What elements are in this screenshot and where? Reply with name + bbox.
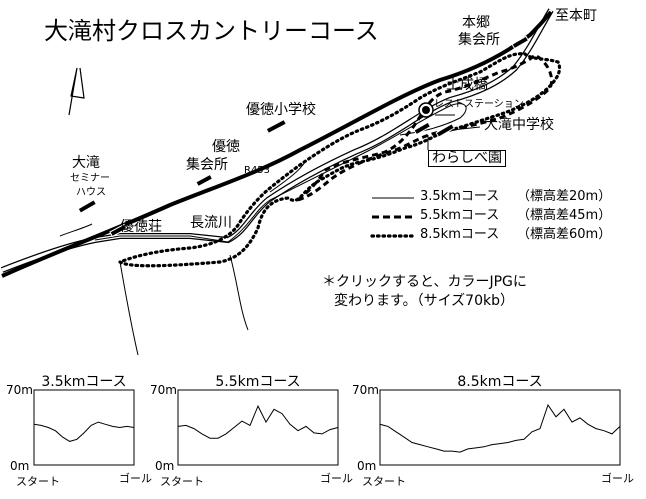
profile-3-frame bbox=[379, 389, 621, 466]
building-warashibe-icon bbox=[413, 121, 432, 136]
profile-2-ymax: 70m bbox=[150, 383, 177, 397]
profile-3-goal: ゴール bbox=[601, 472, 634, 485]
elevation-profiles bbox=[33, 389, 621, 466]
profile-1-goal: ゴール bbox=[119, 472, 152, 485]
profile-2-elevation-line bbox=[177, 404, 339, 439]
legend-samples bbox=[370, 197, 416, 238]
legend-3-5km-course: 3.5kmコース bbox=[420, 189, 500, 204]
legend-5-5km-note: （標高差45m） bbox=[517, 208, 612, 223]
legend-3-5km-note: （標高差20m） bbox=[517, 189, 612, 204]
profile-2-start: スタート bbox=[160, 475, 204, 488]
course-8-5km-line bbox=[118, 52, 562, 268]
profile-1-ymax: 70m bbox=[6, 383, 33, 397]
rest-station-icon bbox=[418, 102, 434, 118]
label-to-honmachi: 至本町 bbox=[555, 8, 597, 24]
profile-2-title: 5.5kmコース bbox=[215, 374, 301, 390]
building-yutoku-hall-icon bbox=[195, 173, 214, 188]
building-yutokuso-icon bbox=[109, 223, 128, 238]
profile-1-ymin: 0m bbox=[10, 459, 30, 473]
minor-roads bbox=[59, 161, 306, 356]
profile-2-frame bbox=[177, 389, 339, 466]
building-hongo-hall-icon bbox=[511, 35, 530, 50]
profile-3-title: 8.5kmコース bbox=[457, 374, 543, 390]
label-yutoku-hall: 集会所 bbox=[186, 157, 228, 173]
click-note-line2: 変わります。（サイズ70kb） bbox=[334, 293, 514, 309]
label-seminar: セミナー bbox=[70, 173, 110, 184]
building-otaki-jhs-icon bbox=[435, 123, 455, 138]
label-hongo-hall: 集会所 bbox=[458, 32, 500, 48]
profile-3-ymax: 70m bbox=[352, 383, 379, 397]
profile-3-ymin: 0m bbox=[357, 459, 377, 473]
profile-1-elevation-line bbox=[33, 421, 135, 442]
building-yutoku-elementary-icon bbox=[265, 118, 287, 135]
profile-2-ymin: 0m bbox=[155, 459, 175, 473]
course-5-5km-line bbox=[297, 53, 554, 202]
north-arrow-icon bbox=[68, 67, 85, 116]
legend-8-5km-note: （標高差60m） bbox=[517, 227, 612, 242]
label-nagaregawa: 長流川 bbox=[190, 215, 232, 231]
profile-3-elevation-line bbox=[379, 403, 621, 453]
label-rest-station: レストステーション bbox=[434, 99, 524, 110]
label-otaki: 大滝 bbox=[72, 155, 100, 171]
label-yutoku: 優徳 bbox=[212, 139, 240, 155]
building-markers bbox=[77, 35, 530, 238]
label-house: ハウス bbox=[76, 187, 106, 198]
profile-1-start: スタート bbox=[16, 475, 60, 488]
profile-1-title: 3.5kmコース bbox=[41, 374, 127, 390]
map-title: 大滝村クロスカントリーコース bbox=[44, 17, 379, 45]
profile-3-start: スタート bbox=[362, 475, 406, 488]
click-note-line1: ＊クリックすると、カラーJPGに bbox=[322, 274, 527, 290]
label-doseibashi: 土成橋 bbox=[446, 77, 488, 93]
label-r453: R453 bbox=[244, 165, 271, 176]
legend-8-5km-course: 8.5kmコース bbox=[420, 227, 500, 242]
building-seminar-house-icon bbox=[77, 199, 97, 214]
label-yutoku-elementary: 優徳小学校 bbox=[246, 102, 316, 118]
label-hongo: 本郷 bbox=[462, 15, 490, 31]
leader-lines bbox=[427, 114, 481, 150]
label-otaki-jhs: 大滝中学校 bbox=[484, 117, 554, 133]
label-warashibe: わらしべ園 bbox=[428, 150, 506, 168]
label-yutokuso: 優徳荘 bbox=[120, 219, 162, 235]
course-3-5km-line bbox=[94, 103, 467, 243]
legend-5-5km-course: 5.5kmコース bbox=[420, 208, 500, 223]
profile-2-goal: ゴール bbox=[320, 472, 353, 485]
